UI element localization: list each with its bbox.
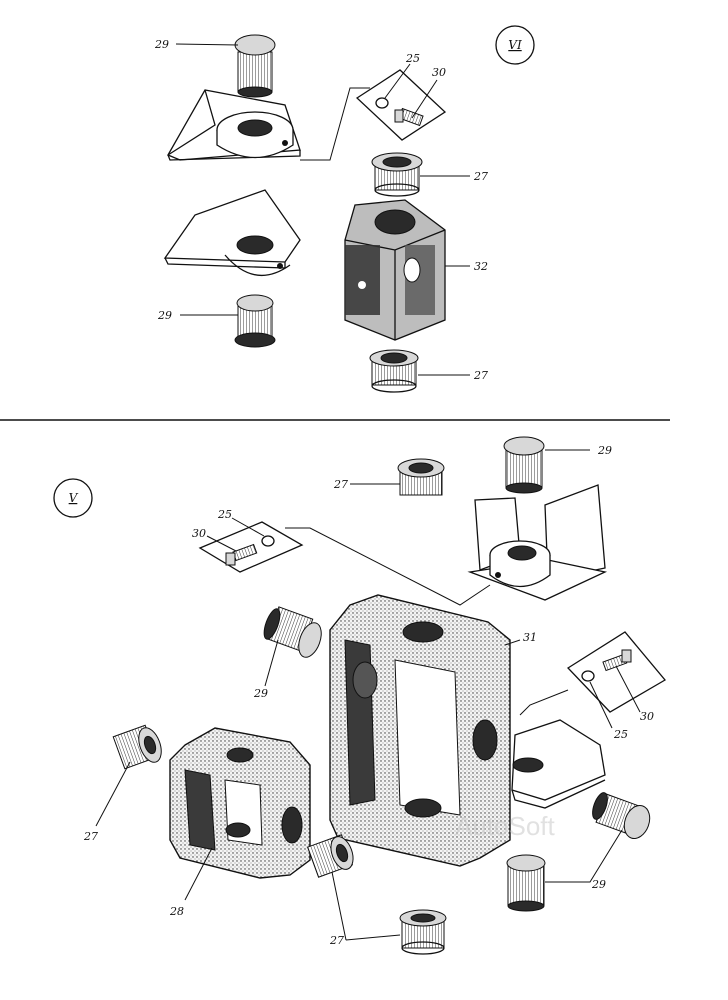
section-v: V <box>53 436 666 955</box>
lower-right-bracket <box>511 719 606 809</box>
bushing-27-left <box>112 724 162 770</box>
label-25-right: 25 <box>613 728 628 741</box>
label-27-lower-top: 27 <box>473 369 488 382</box>
label-27-left: 27 <box>83 830 98 843</box>
bushing-27-top <box>371 152 423 197</box>
label-28: 28 <box>169 905 184 918</box>
bushing-27-upper <box>397 458 445 496</box>
pin-29-left <box>263 606 322 658</box>
pin-29-right <box>592 792 651 839</box>
pin-29-upper-right <box>503 436 545 494</box>
bolt-30-top <box>394 107 424 127</box>
section-marker-v: V <box>53 478 93 518</box>
label-27-upper: 27 <box>333 478 348 491</box>
label-30-left: 30 <box>192 527 206 540</box>
washer-25-left <box>261 535 275 547</box>
upper-right-bracket <box>467 484 608 601</box>
label-29-upper-right: 29 <box>597 444 612 457</box>
label-30-right: 30 <box>640 710 654 723</box>
label-30-top: 30 <box>432 66 446 79</box>
hardware-box-vi <box>355 69 447 141</box>
frame-31 <box>329 594 511 867</box>
label-29-right: 29 <box>591 878 606 891</box>
label-29-top: 29 <box>154 38 169 51</box>
section-marker-vi: VI <box>495 25 535 65</box>
washer-25-right <box>581 670 595 682</box>
label-25-left: 25 <box>217 508 232 521</box>
watermark: AutoSoft <box>455 811 556 841</box>
section-label-v: V <box>69 491 79 505</box>
section-label-vi: VI <box>508 38 522 52</box>
frame-28 <box>169 727 311 879</box>
lower-bracket <box>163 189 301 277</box>
label-25-top: 25 <box>405 52 420 65</box>
washer-25-top <box>375 97 389 109</box>
label-29-left: 29 <box>253 687 268 700</box>
bolt-30-right <box>602 649 632 672</box>
connector-line-vi <box>300 87 370 161</box>
bushing-27-lower <box>369 349 419 393</box>
label-31: 31 <box>523 631 537 644</box>
label-29-lower-top: 29 <box>157 309 172 322</box>
section-vi: VI <box>154 25 535 393</box>
label-27-top: 27 <box>473 170 488 183</box>
upper-bracket <box>167 89 301 161</box>
bushing-27-bottom <box>399 909 447 955</box>
connector-line-v <box>285 527 491 606</box>
bushing-27-middle <box>306 834 354 878</box>
bolt-30-left <box>225 543 258 566</box>
hardware-box-v-left <box>198 521 304 573</box>
pin-29-top <box>234 34 276 98</box>
label-32: 32 <box>474 260 488 273</box>
pin-29-bottom <box>506 854 546 912</box>
label-27-bottom: 27 <box>329 934 344 947</box>
hardware-box-v-right <box>566 631 666 713</box>
pin-29-lower <box>234 294 276 348</box>
cross-block-32 <box>344 199 446 341</box>
